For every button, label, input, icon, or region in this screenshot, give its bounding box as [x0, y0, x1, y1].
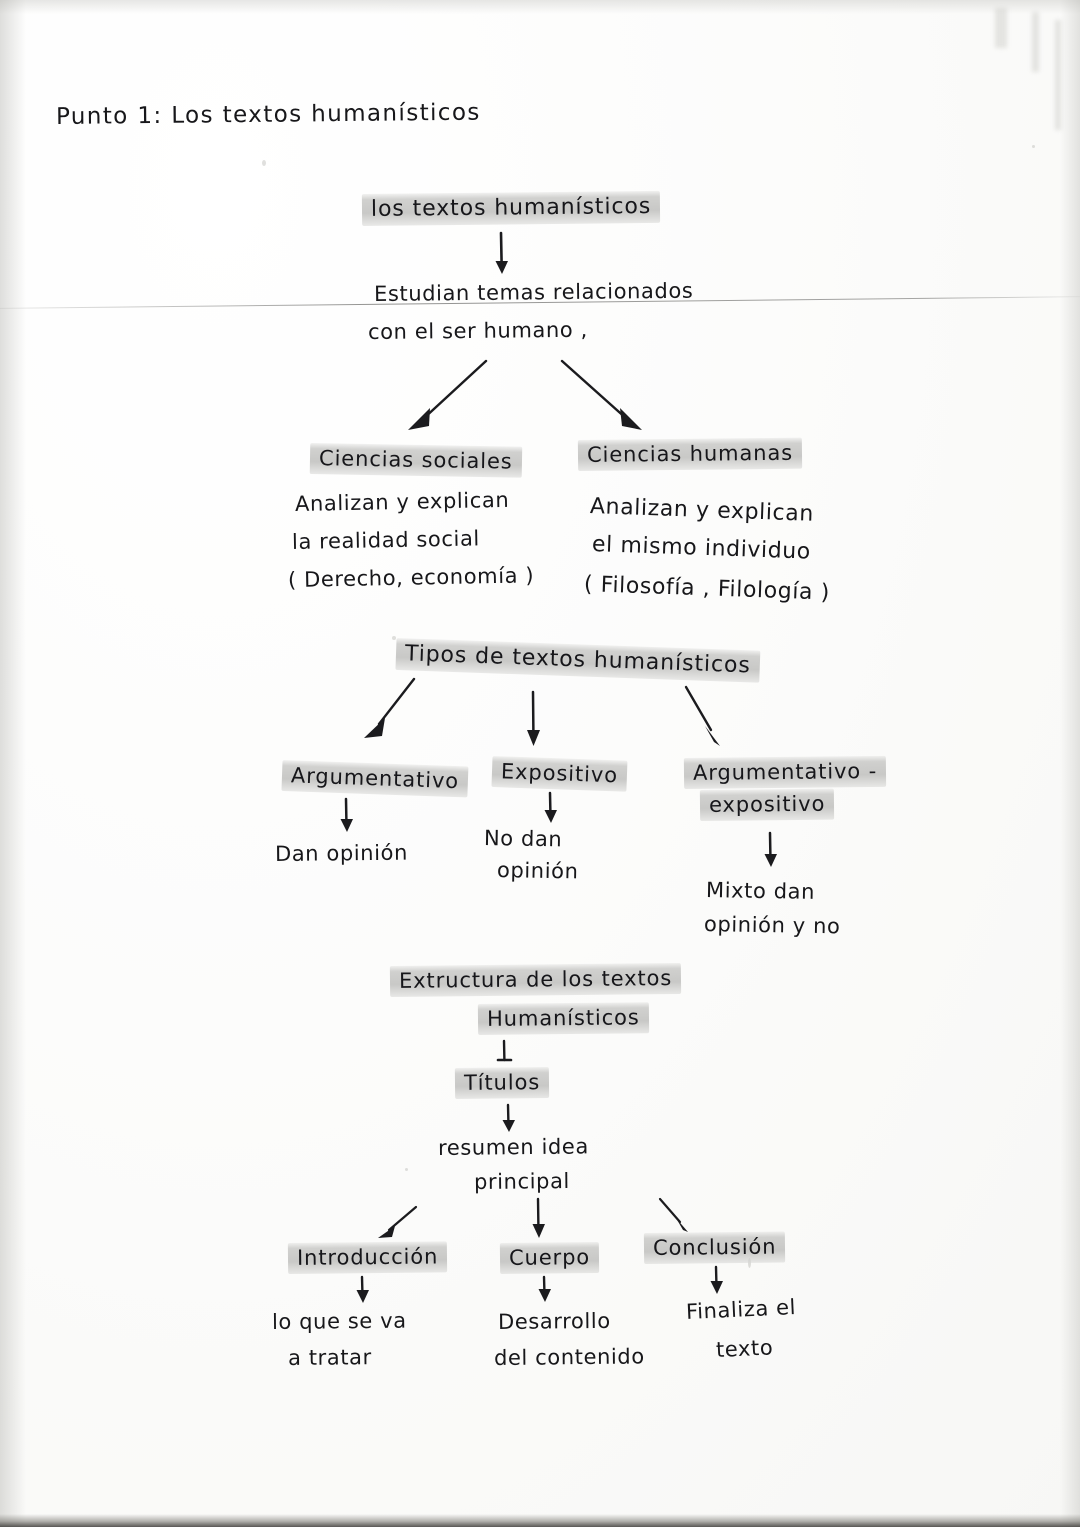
- node-conclusion-body-line1: Finaliza el: [685, 1295, 797, 1324]
- node-conclusion-body-line2: texto: [715, 1335, 774, 1362]
- arrow-down-to-expositivo: [522, 690, 546, 754]
- node-conclusion-label: Conclusión: [643, 1231, 786, 1264]
- node-cuerpo-label: Cuerpo: [499, 1241, 600, 1274]
- arrow-down-right-to-conclusion: [654, 1196, 702, 1242]
- node-expositivo-label: Expositivo: [491, 756, 628, 792]
- arrow-down-right-to-argumentativo-expositivo: [680, 684, 736, 756]
- node-ciencias-humanas-label: Ciencias humanas: [577, 437, 803, 471]
- node-titulos-label: Títulos: [454, 1067, 550, 1099]
- arrow-down-to-introduccion-body: [352, 1275, 374, 1310]
- node-root-definition-line1: Estudian temas relacionados: [373, 278, 694, 306]
- node-argumentativo-expositivo-label-line2: expositivo: [699, 788, 835, 821]
- node-ciencias-sociales-line1: Analizan y explican: [294, 487, 510, 516]
- arrow-down-to-cuerpo-body: [534, 1275, 556, 1310]
- node-root-definition-line2: con el ser humano ,: [367, 317, 588, 344]
- node-expositivo-body-line1: No dan: [483, 826, 563, 852]
- node-argumentativo-label: Argumentativo: [281, 760, 469, 798]
- arrow-down-left-to-introduccion: [372, 1204, 428, 1248]
- node-expositivo-body-line2: opinión: [496, 858, 579, 884]
- arrow-down-to-cuerpo: [528, 1197, 550, 1246]
- arrow-down-to-dan-opinion: [336, 797, 358, 838]
- node-ciencias-sociales-label: Ciencias sociales: [309, 443, 522, 478]
- arrow-down-left-to-argumentativo: [352, 676, 432, 750]
- node-mixto-body-line1: Mixto dan: [705, 878, 816, 904]
- arrow-down-right-to-ciencias-humanas: [550, 358, 660, 436]
- node-ciencias-sociales-line2: la realidad social: [291, 526, 481, 554]
- node-introduccion-label: Introducción: [287, 1241, 448, 1274]
- node-argumentativo-expositivo-label-line1: Argumentativo -: [683, 755, 887, 789]
- node-resumen-idea-line2: principal: [473, 1168, 571, 1194]
- node-mixto-body-line2: opinión y no: [703, 912, 841, 939]
- arrow-down-to-no-dan-opinion: [540, 791, 562, 830]
- node-resumen-idea-line1: resumen idea: [437, 1134, 589, 1160]
- arrow-down-left-to-ciencias-sociales: [400, 358, 500, 436]
- arrow-down-to-titulos: [494, 1039, 516, 1076]
- arrow-root-to-definition: [490, 231, 514, 278]
- node-cuerpo-body-line2: del contenido: [493, 1344, 645, 1370]
- arrow-down-to-conclusion-body: [706, 1265, 728, 1302]
- arrow-down-to-resumen-idea: [498, 1103, 520, 1140]
- section-structure-heading-line1: Extructura de los textos: [389, 962, 682, 997]
- arrow-down-to-mixto: [760, 831, 782, 874]
- node-introduccion-body-line2: a tratar: [287, 1345, 372, 1370]
- node-argumentativo-body: Dan opinión: [274, 840, 409, 866]
- section-structure-heading-line2: Humanísticos: [477, 1002, 649, 1035]
- page-title: Punto 1: Los textos humanísticos: [55, 99, 481, 130]
- node-cuerpo-body-line1: Desarrollo: [497, 1308, 611, 1334]
- node-introduccion-body-line1: lo que se va: [271, 1308, 407, 1334]
- node-root-label: los textos humanísticos: [361, 190, 661, 226]
- node-ciencias-sociales-line3: ( Derecho, economía ): [287, 563, 535, 592]
